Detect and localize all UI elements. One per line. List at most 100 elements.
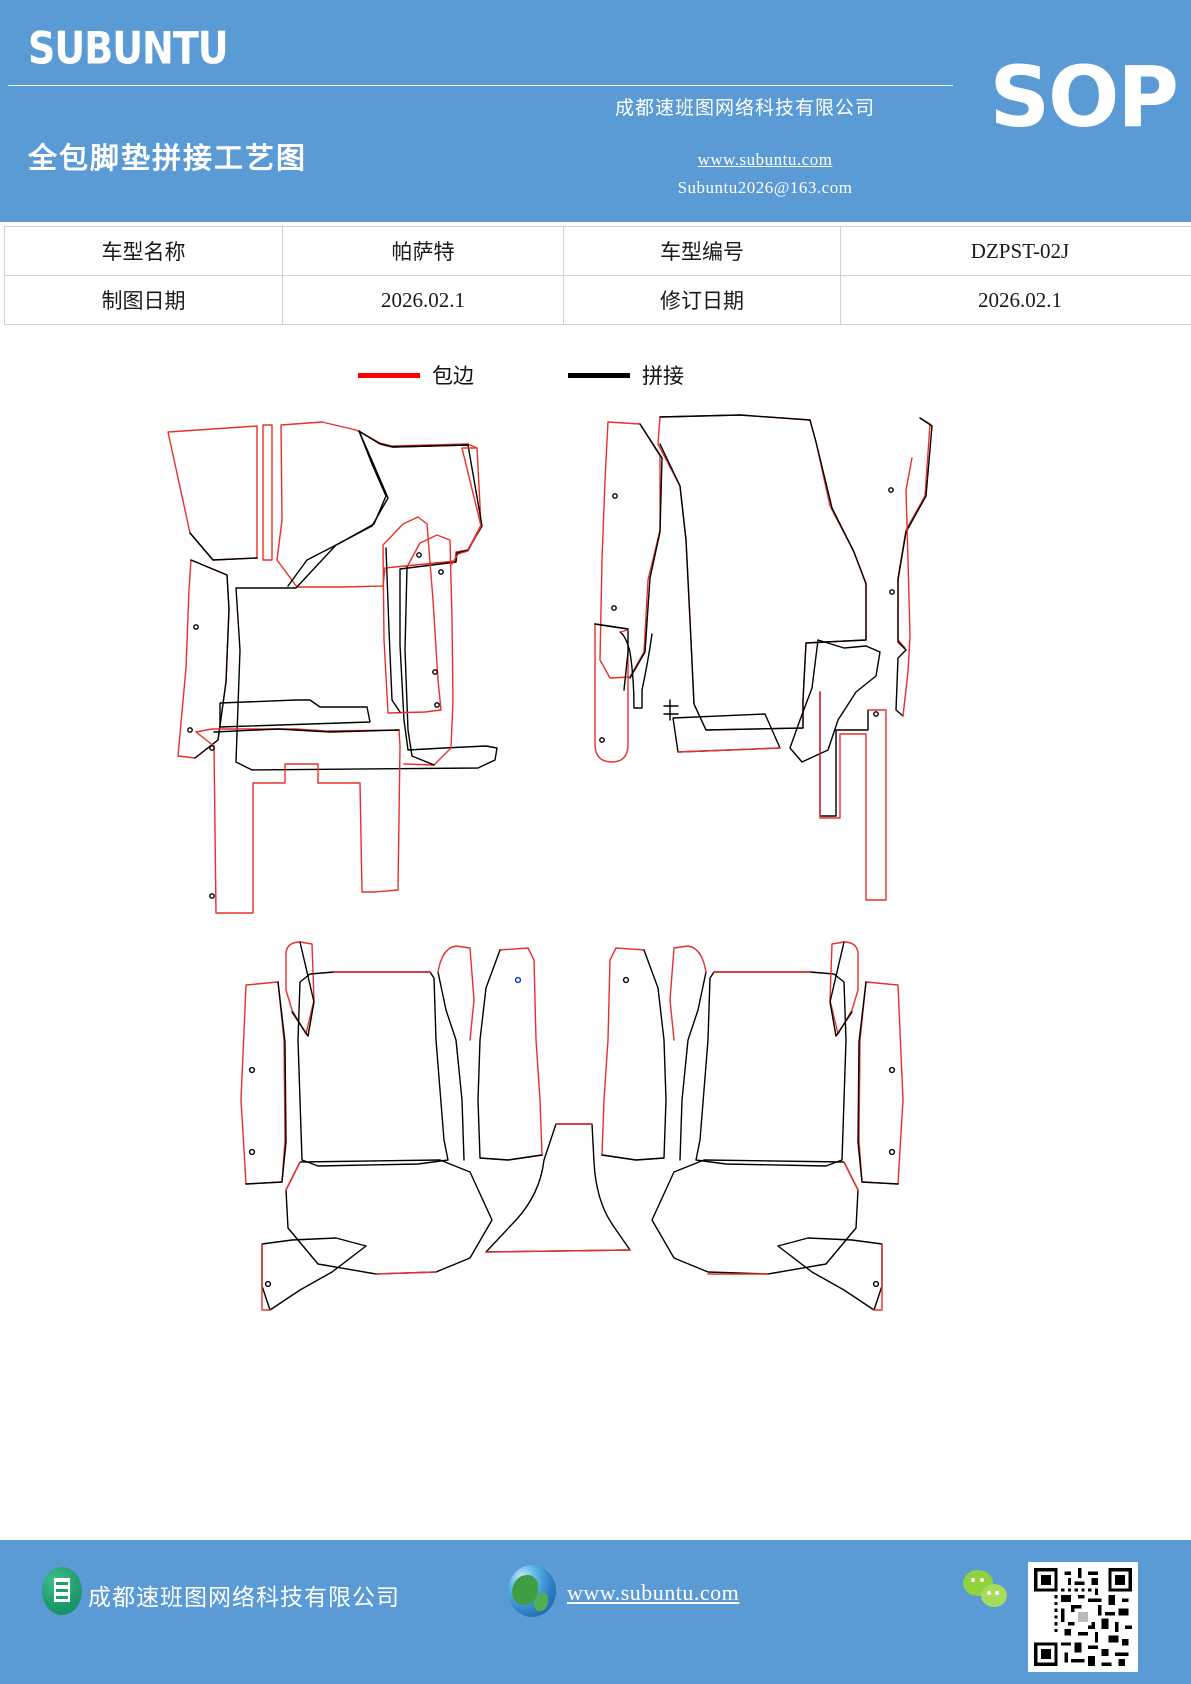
company-building-icon <box>42 1567 82 1615</box>
piece-center-tunnel <box>485 1123 631 1253</box>
grommet-hole <box>432 669 438 675</box>
globe-icon <box>508 1565 556 1617</box>
piece-rl-lower-strip <box>285 1159 493 1275</box>
grommet-hole <box>434 702 440 708</box>
grommet-hole <box>187 727 193 733</box>
value-revision-date: 2026.02.1 <box>840 275 1191 325</box>
seam-fr-right-tall <box>895 417 933 717</box>
grommet-hole <box>873 711 879 717</box>
piece-fr-center-mat <box>657 414 867 731</box>
brand-logo: SUBUNTU <box>28 22 229 74</box>
label-revision-date: 修订日期 <box>563 275 841 325</box>
piece-fl-lower-strip <box>219 699 371 728</box>
seam-rl-inner-right <box>477 949 543 1161</box>
table-row: 车型名称 帕萨特 车型编号 DZPST-02J <box>4 226 1191 276</box>
front-left-footwell-group <box>167 421 498 914</box>
seam-fl-right-flap <box>404 566 435 766</box>
grommet-hole <box>248 1148 256 1156</box>
grommet-hole <box>599 737 605 743</box>
piece-rr-lower-strip <box>651 1159 859 1275</box>
piece-fl-bottom-mat <box>195 728 401 914</box>
seam-fr-left-wing <box>629 423 663 679</box>
footer-website-link[interactable]: www.subuntu.com <box>567 1580 740 1605</box>
drawing-legend: 包边 拼接 <box>0 360 1191 394</box>
grommet-hole <box>622 976 630 984</box>
seam-rl-upper-finger <box>291 941 315 1037</box>
legend-swatch-black-icon <box>568 372 630 378</box>
binding-rr-lower-strip <box>707 1161 859 1275</box>
header-email[interactable]: Subuntu2026@163.com <box>677 178 853 197</box>
piece-rr-riser-binding <box>669 945 707 1041</box>
table-row: 制图日期 2026.02.1 修订日期 2026.02.1 <box>4 275 1191 325</box>
qr-code <box>1028 1562 1138 1672</box>
label-draw-date: 制图日期 <box>4 275 283 325</box>
page-title: 全包脚垫拼接工艺图 <box>28 141 308 175</box>
wechat-bubble-large <box>963 1570 993 1596</box>
grommet-hole <box>209 893 215 899</box>
grommet-hole <box>193 624 199 630</box>
piece-fl-main-floor <box>235 430 498 771</box>
seam-fr-center-mat <box>659 414 867 731</box>
footer-company-name: 成都速班图网络科技有限公司 <box>88 1585 400 1610</box>
piece-rr-bottom-angled <box>777 1237 883 1311</box>
header-website-link[interactable]: www.subuntu.com <box>697 150 833 169</box>
piece-fr-strap <box>789 639 881 763</box>
pattern-pieces-svg <box>167 414 933 1311</box>
piece-fl-right-side <box>451 447 482 565</box>
value-draw-date: 2026.02.1 <box>282 275 564 325</box>
qr-code-svg <box>1034 1568 1132 1666</box>
page-footer <box>0 1540 1191 1684</box>
seam-fl-toe-curve <box>287 430 387 587</box>
header-divider <box>8 85 953 86</box>
piece-rr-main-mat <box>695 971 847 1167</box>
rear-right-group <box>601 941 904 1311</box>
front-right-footwell-group <box>594 414 933 901</box>
document-type-badge: SOP <box>989 48 1179 146</box>
piece-fl-outer-right <box>382 516 442 714</box>
grommet-hole <box>264 1280 272 1288</box>
piece-fr-small-strip <box>594 623 629 763</box>
label-model-code: 车型编号 <box>563 226 841 276</box>
piece-fr-right-tall <box>897 417 931 649</box>
grommet-hole <box>888 487 894 493</box>
piece-fr-arch <box>619 631 653 709</box>
grommet-hole <box>438 569 444 575</box>
binding-rl-lower-strip <box>285 1161 437 1275</box>
grommet-hole <box>248 1066 256 1074</box>
piece-fr-bottom-strip <box>672 713 781 753</box>
seam-rr-outer-flap <box>857 981 899 1185</box>
rear-left-group <box>240 941 543 1311</box>
grommet-hole <box>514 976 522 984</box>
pattern-drawing-area <box>0 400 1191 1540</box>
piece-fr-hook-mat-binding <box>819 691 887 901</box>
grommet-hole <box>611 605 617 611</box>
piece-fl-upper-left <box>167 425 258 561</box>
value-model-code: DZPST-02J <box>840 226 1191 276</box>
page-header: SUBUNTU 成都速班图网络科技有限公司 全包脚垫拼接工艺图 www.subu… <box>0 0 1191 222</box>
legend-label-seam: 拼接 <box>642 364 684 388</box>
grommet-hole <box>888 1066 896 1074</box>
piece-rr-outer-flap <box>858 981 904 1185</box>
binding-fr-arch <box>619 629 629 633</box>
header-company-name: 成都速班图网络科技有限公司 <box>614 98 875 119</box>
seam-rr-inner-left <box>601 949 667 1161</box>
legend-swatch-red-icon <box>358 372 420 378</box>
piece-rl-outer-flap <box>240 981 286 1185</box>
binding-center-tunnel <box>485 1123 631 1253</box>
piece-fl-sliver <box>262 424 273 561</box>
piece-rl-riser <box>437 971 465 1161</box>
piece-rl-bottom-angled <box>261 1237 367 1311</box>
piece-rr-riser <box>679 971 707 1161</box>
binding-rr-bottom-angled <box>873 1243 883 1311</box>
rear-center-tunnel-piece <box>485 1123 631 1253</box>
piece-rl-riser-binding <box>437 945 475 1041</box>
wechat-icon <box>963 1570 1021 1614</box>
piece-rl-main-mat <box>297 971 449 1167</box>
grommet-hole <box>209 745 215 751</box>
piece-fr-far-right <box>902 457 913 717</box>
piece-fl-right-flap <box>403 534 454 766</box>
seam-fl-upper-left <box>189 532 258 561</box>
grommet-hole <box>888 1148 896 1156</box>
grommet-hole <box>889 589 895 595</box>
value-model-name: 帕萨特 <box>282 226 564 276</box>
